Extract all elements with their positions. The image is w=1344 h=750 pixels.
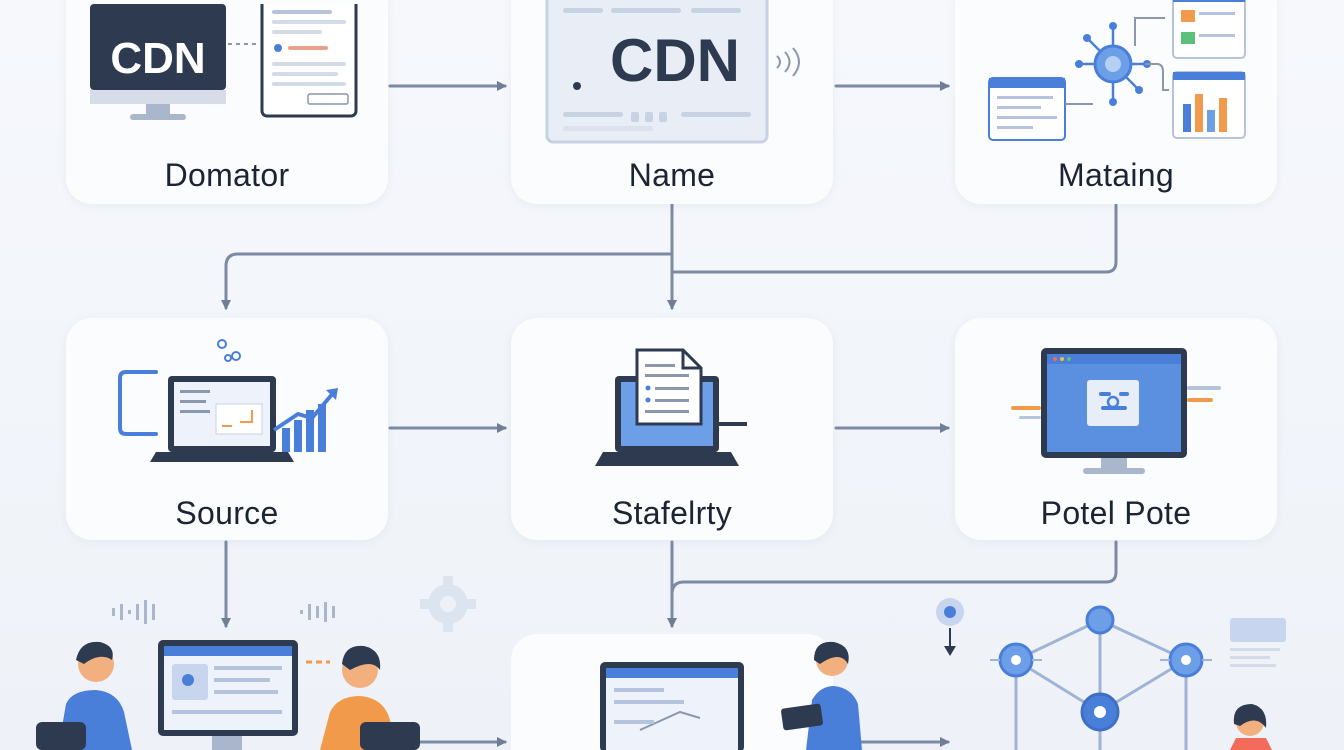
location-pin-icon bbox=[936, 598, 964, 656]
sound-wave-icon bbox=[112, 600, 335, 624]
person-tablet-illustration bbox=[781, 641, 862, 750]
person-left-illustration bbox=[36, 641, 132, 750]
node-domator: CDN Domator bbox=[66, 0, 388, 204]
potel-pote-label: Potel Pote bbox=[1040, 495, 1192, 531]
node-name: CDN Name bbox=[511, 0, 833, 204]
domator-cdn-badge: CDN bbox=[110, 34, 206, 83]
laptop-illustration bbox=[600, 662, 744, 750]
source-label: Source bbox=[175, 495, 279, 531]
desktop-monitor-illustration bbox=[158, 640, 298, 750]
name-cdn-badge: CDN bbox=[610, 27, 740, 94]
node-stafelrty: Stafelrty bbox=[511, 318, 833, 540]
monitor-window-illustration bbox=[1011, 348, 1221, 474]
name-label: Name bbox=[628, 157, 716, 193]
cdn-monitor-illustration bbox=[90, 4, 358, 120]
person-right-illustration bbox=[320, 645, 420, 750]
laptop-document-illustration bbox=[595, 348, 747, 466]
network-dashboard-illustration bbox=[988, 0, 1246, 141]
cdn-panel-illustration bbox=[545, 0, 800, 144]
laptop-growth-illustration bbox=[118, 339, 338, 462]
person-corner-illustration bbox=[1230, 704, 1272, 750]
node-mataing: Mataing bbox=[955, 0, 1277, 204]
arrow-mataing-to-stafelrty bbox=[670, 203, 1118, 274]
chat-card-icon bbox=[1230, 618, 1286, 667]
network-graph-icon bbox=[990, 605, 1212, 750]
node-potel-pote: Potel Pote bbox=[955, 318, 1277, 540]
arrow-name-to-source bbox=[221, 252, 674, 310]
node-source: Source bbox=[66, 318, 388, 540]
mataing-label: Mataing bbox=[1058, 157, 1174, 193]
stafelrty-label: Stafelrty bbox=[611, 495, 733, 531]
gear-icon bbox=[420, 576, 476, 632]
arrow-potel-to-stafelrty bbox=[670, 540, 1118, 596]
domator-label: Domator bbox=[164, 157, 290, 193]
